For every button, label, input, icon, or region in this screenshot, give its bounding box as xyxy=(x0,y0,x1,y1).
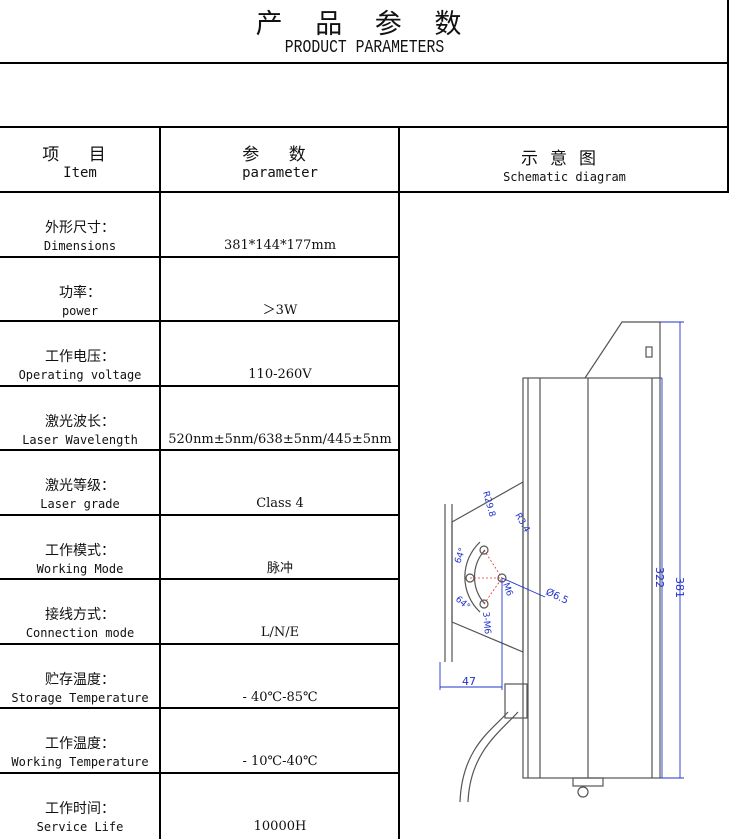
row-label-cn: 工作电压： xyxy=(45,349,115,365)
row-label-cn: 贮存温度： xyxy=(45,672,115,688)
row-label-cn: 接线方式： xyxy=(45,607,115,623)
row-label: 工作时间： Service Life xyxy=(0,800,160,836)
dim-hole-dia: Ø6.5 xyxy=(544,586,571,607)
row-label-cn: 工作模式： xyxy=(45,543,115,559)
row-divider xyxy=(0,772,400,774)
row-value: - 10℃-40℃ xyxy=(242,754,318,769)
header-item: 项 目 Item xyxy=(0,146,160,182)
row-label-cn: 激光波长： xyxy=(45,414,115,430)
header-diagram: 示意图 Schematic diagram xyxy=(400,150,729,186)
row-value: 10000H xyxy=(253,819,307,834)
center-lines xyxy=(470,549,503,605)
row-label: 功率： power xyxy=(0,284,160,320)
header-diagram-en: Schematic diagram xyxy=(503,170,626,184)
row-label: 激光等级： Laser grade xyxy=(0,477,160,513)
divider xyxy=(159,127,161,839)
dim-bracket-width: 47 xyxy=(462,675,476,688)
row-divider xyxy=(0,514,400,516)
row-divider xyxy=(0,320,400,322)
row-value: - 40℃-85℃ xyxy=(242,690,318,705)
dim-center-thread: M6 xyxy=(500,582,514,598)
row-value: L/N/E xyxy=(260,625,300,640)
header-param-en: parameter xyxy=(242,165,318,181)
row-divider xyxy=(0,256,400,258)
row-label-cn: 功率： xyxy=(59,285,101,301)
header-item-cn: 项 目 xyxy=(42,145,118,165)
header-item-en: Item xyxy=(63,165,97,181)
row-divider xyxy=(0,385,400,387)
row-value: 381*144*177mm xyxy=(223,238,337,253)
row-label: 激光波长： Laser Wavelength xyxy=(0,413,160,449)
title-english: PRODUCT PARAMETERS xyxy=(284,38,445,58)
divider xyxy=(0,62,729,64)
row-label-en: Dimensions xyxy=(43,239,117,253)
dimension-lines xyxy=(439,321,684,779)
row-label-cn: 激光等级： xyxy=(45,478,115,494)
dim-slot-thread: 3-M6 xyxy=(480,611,492,635)
dim-angle-top: 64° xyxy=(453,547,468,565)
row-label: 工作模式： Working Mode xyxy=(0,542,160,578)
divider xyxy=(398,127,400,839)
row-label-en: Service Life xyxy=(36,820,124,834)
dim-height-total: 381 xyxy=(673,577,686,598)
row-label-en: power xyxy=(61,304,99,318)
row-label-en: Connection mode xyxy=(25,626,135,640)
row-label-en: Working Temperature xyxy=(11,755,149,769)
row-value: Class 4 xyxy=(256,496,304,511)
row-label-en: Operating voltage xyxy=(18,368,142,382)
row-label-en: Laser grade xyxy=(40,497,120,511)
schematic-diagram: 381 322 47 R29.8 R3.4 64° 64° M6 Ø6.5 3-… xyxy=(439,321,686,803)
row-label-cn: 工作时间： xyxy=(45,801,115,817)
device-outline xyxy=(444,321,661,803)
row-value: 脉冲 xyxy=(266,561,293,576)
row-divider xyxy=(0,643,400,645)
row-divider xyxy=(0,449,400,451)
row-value: 520nm±5nm/638±5nm/445±5nm xyxy=(168,432,392,447)
row-label: 贮存温度： Storage Temperature xyxy=(0,671,160,707)
row-label: 接线方式： Connection mode xyxy=(0,606,160,642)
dim-height-body: 322 xyxy=(653,567,666,588)
header-param-cn: 参 数 xyxy=(242,145,318,165)
row-value: ＞3W xyxy=(262,303,298,318)
row-label-en: Working Mode xyxy=(36,562,124,576)
row-divider xyxy=(0,707,400,709)
divider xyxy=(0,126,729,128)
row-label-cn: 工作温度： xyxy=(45,736,115,752)
row-label-cn: 外形尺寸： xyxy=(45,220,115,236)
divider xyxy=(0,191,729,193)
row-label: 工作电压： Operating voltage xyxy=(0,348,160,384)
title-chinese: 产 品 参 数 xyxy=(255,9,474,40)
header-diagram-cn: 示意图 xyxy=(521,149,608,169)
row-divider xyxy=(0,578,400,580)
header-parameter: 参 数 parameter xyxy=(160,146,400,182)
row-label: 工作温度： Working Temperature xyxy=(0,735,160,771)
row-value: 110-260V xyxy=(248,367,312,382)
dim-radius-slot: R3.4 xyxy=(512,512,531,535)
divider xyxy=(727,0,729,192)
row-label-en: Laser Wavelength xyxy=(22,433,138,447)
row-label: 外形尺寸： Dimensions xyxy=(0,219,160,255)
row-label-en: Storage Temperature xyxy=(11,691,149,705)
